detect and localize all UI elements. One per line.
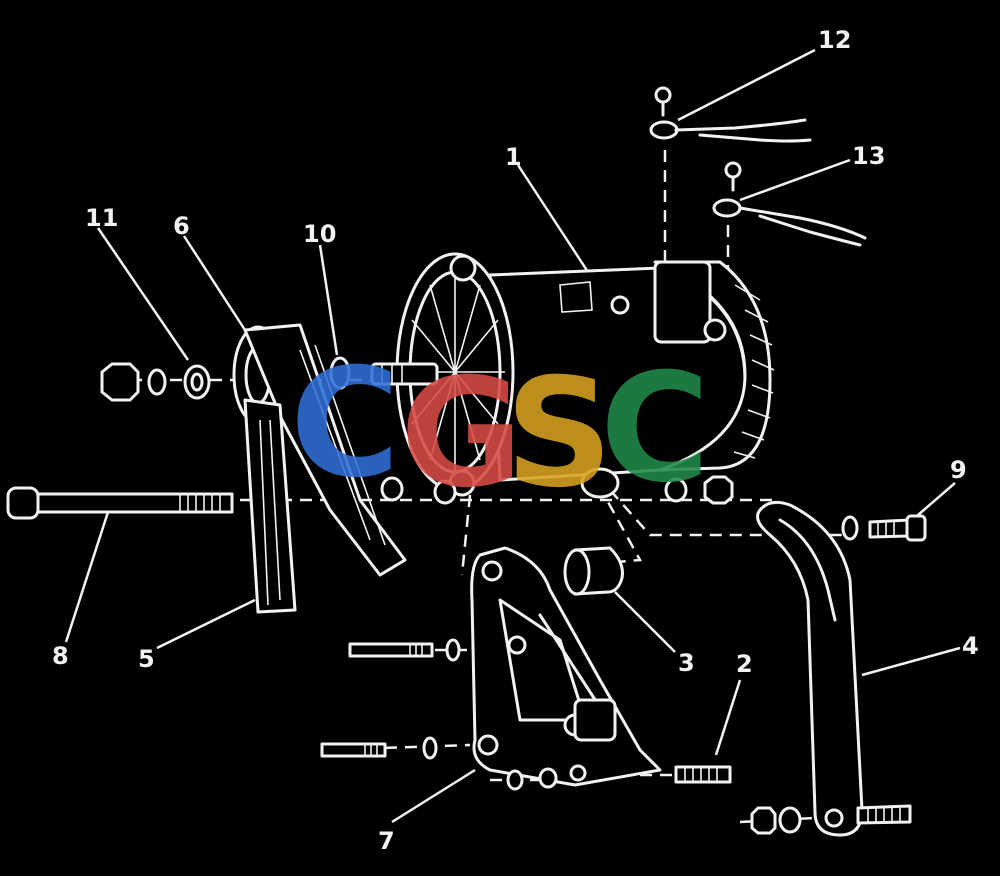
strap-bolt: [664, 475, 927, 542]
leader-lines: [64, 48, 961, 824]
watermark-letter: C: [600, 342, 710, 516]
strap-lower-hardware: [750, 804, 912, 835]
watermark-letter: G: [400, 347, 523, 521]
callout-1: 1: [505, 143, 522, 171]
callout-numbers: 1 2 3 4 5 6 7 8 9 10 11 12 13: [52, 26, 979, 855]
watermark-letter: C: [290, 337, 400, 511]
callout-2: 2: [736, 650, 753, 678]
watermark: C G S C: [290, 337, 710, 521]
callout-4: 4: [962, 632, 979, 660]
callout-10: 10: [303, 220, 336, 248]
long-bolt: [6, 476, 457, 520]
callout-3: 3: [678, 649, 695, 677]
stud: [674, 765, 732, 784]
callout-5: 5: [138, 645, 155, 673]
callout-8: 8: [52, 642, 69, 670]
pulley-and-belts: [232, 323, 407, 614]
mounting-bracket: [470, 546, 662, 787]
terminal-12: [649, 86, 812, 143]
callout-12: 12: [818, 26, 851, 54]
callout-11: 11: [85, 204, 118, 232]
callout-7: 7: [378, 827, 395, 855]
pulley-nut-washer-stack: [100, 356, 351, 402]
callout-13: 13: [852, 142, 885, 170]
callout-9: 9: [950, 456, 967, 484]
bracket-bolts: [320, 638, 558, 791]
callout-6: 6: [173, 212, 190, 240]
spacer: [563, 546, 624, 596]
watermark-letter: S: [505, 347, 613, 521]
adjusting-strap: [756, 500, 864, 837]
alternator: [370, 252, 775, 499]
terminal-13: [712, 161, 867, 247]
